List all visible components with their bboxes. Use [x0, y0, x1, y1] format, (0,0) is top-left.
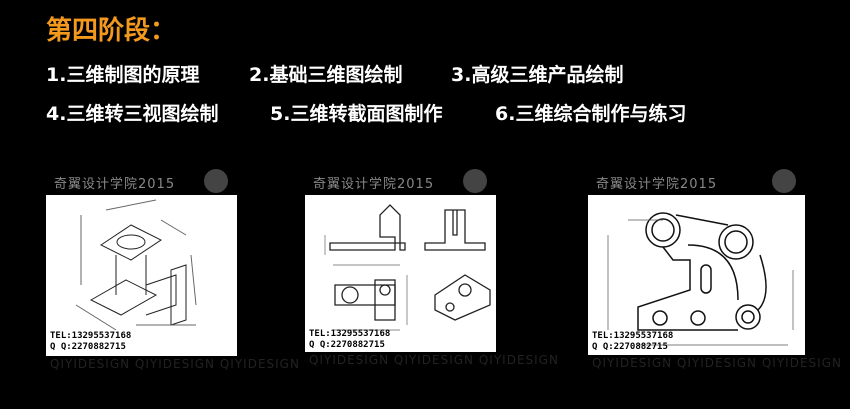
drawing-panel-section: 奇翼设计学院2015 TEL:13295537168 Q Q:227088271…: [588, 169, 841, 370]
drawing-sheet: TEL:13295537168 Q Q:2270882715: [588, 195, 805, 355]
isometric-drawing: [75, 199, 197, 331]
topic-item: 1.三维制图的原理: [46, 64, 200, 86]
topic-item: 6.三维综合制作与练习: [495, 103, 687, 125]
footer-watermark: QIYIDESIGN QIYIDESIGN QIYIDESIGN: [592, 356, 842, 370]
footer-watermark: QIYIDESIGN QIYIDESIGN QIYIDESIGN: [309, 353, 559, 367]
topic-item: 2.基础三维图绘制: [249, 64, 403, 86]
drawing-sheet: TEL:13295537168 Q Q:2270882715: [46, 195, 237, 356]
topic-item: 3.高级三维产品绘制: [451, 64, 624, 86]
watermark: 奇翼设计学院2015: [596, 177, 718, 192]
logo-icon: [463, 169, 487, 193]
watermark: 奇翼设计学院2015: [54, 177, 176, 192]
logo-icon: [772, 169, 796, 193]
qq-text: Q Q:2270882715: [50, 342, 126, 352]
drawing-panel-three-view: 奇翼设计学院2015 TEL:13295537168 Q Q:227088271…: [305, 169, 558, 367]
topic-item: 5.三维转截面图制作: [270, 103, 443, 125]
section-drawing: [607, 212, 794, 346]
qq-text: Q Q:2270882715: [309, 340, 385, 350]
drawing-sheet: TEL:13295537168 Q Q:2270882715: [305, 195, 496, 352]
watermark: 奇翼设计学院2015: [313, 177, 435, 192]
topic-item: 4.三维转三视图绘制: [46, 103, 219, 125]
tel-text: TEL:13295537168: [592, 331, 674, 341]
section-title: 第四阶段：: [46, 16, 177, 46]
tel-text: TEL:13295537168: [50, 331, 132, 341]
three-view-drawing: [324, 204, 491, 331]
logo-icon: [204, 169, 228, 193]
footer-watermark: QIYIDESIGN QIYIDESIGN QIYIDESIGN: [50, 357, 300, 371]
qq-text: Q Q:2270882715: [592, 342, 668, 352]
drawing-panel-isometric: 奇翼设计学院2015 TEL:13295537168 Q Q:227088271…: [46, 169, 299, 371]
tel-text: TEL:13295537168: [309, 329, 391, 339]
